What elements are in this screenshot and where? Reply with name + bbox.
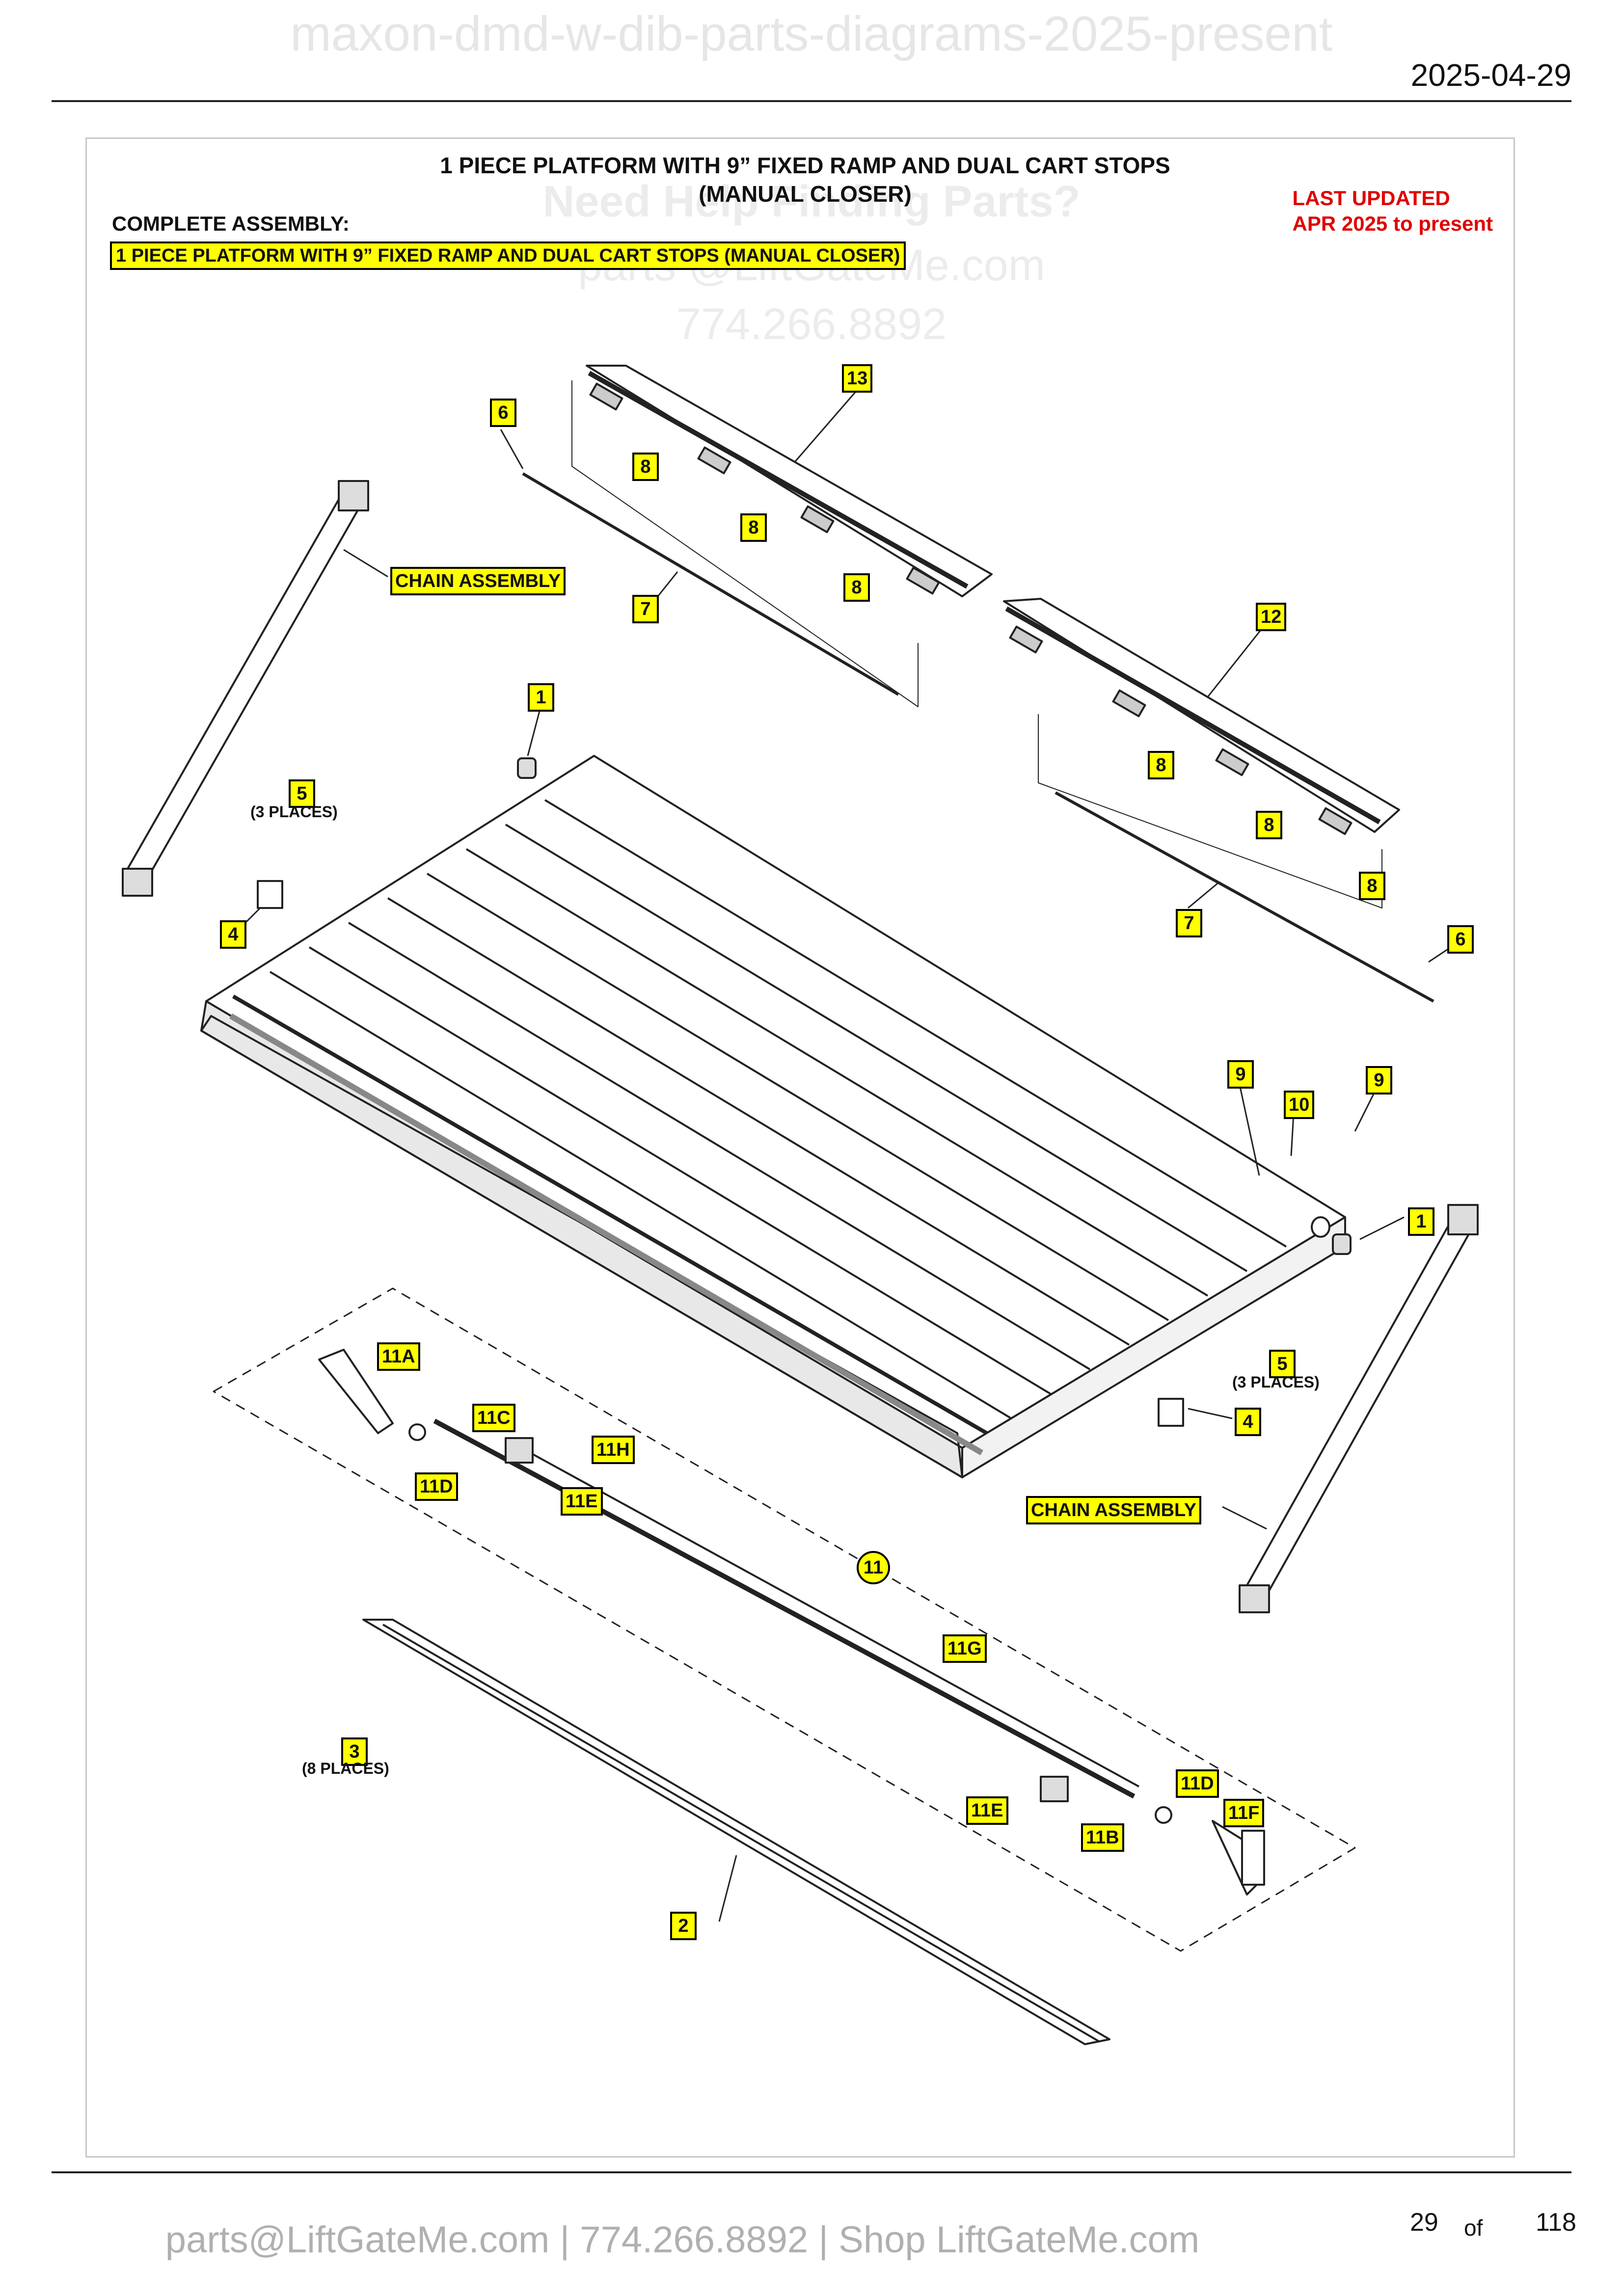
hinge-right-drawing xyxy=(1158,1398,1184,1427)
cart-stop-12-drawing xyxy=(1003,598,1400,835)
bushing-top-drawing xyxy=(517,757,537,779)
callout-7-right: 7 xyxy=(1176,909,1202,937)
callout-chain-assembly-left: CHAIN ASSEMBLY xyxy=(390,567,566,595)
footer-divider xyxy=(52,2171,1571,2173)
watermark-help-1: Need Help Finding Parts? xyxy=(542,177,1081,226)
watermark-phone-1: 774.266.8892 xyxy=(676,300,947,349)
complete-assembly-highlight: 1 PIECE PLATFORM WITH 9” FIXED RAMP AND … xyxy=(110,241,906,270)
callout-8-b: 8 xyxy=(740,513,767,542)
callout-11d-right: 11D xyxy=(1176,1769,1219,1798)
subassembly-11-outline xyxy=(213,1287,1356,1952)
diagram-title-line2: (MANUAL CLOSER) xyxy=(699,181,912,207)
callout-2: 2 xyxy=(670,1912,697,1940)
callout-8-c: 8 xyxy=(843,573,870,602)
callout-11b: 11B xyxy=(1081,1823,1124,1852)
callout-9-right: 9 xyxy=(1366,1066,1392,1095)
callout-13: 13 xyxy=(842,364,873,393)
last-updated-line2: APR 2025 to present xyxy=(1292,212,1493,235)
callout-11e-left: 11E xyxy=(561,1487,603,1516)
last-updated-notice: LAST UPDATED APR 2025 to present xyxy=(1293,186,1493,237)
last-updated-line1: LAST UPDATED xyxy=(1292,187,1450,210)
callout-4-left: 4 xyxy=(220,920,246,949)
callout-11a: 11A xyxy=(377,1342,420,1371)
document-date: 2025-04-29 xyxy=(1410,57,1571,93)
callout-10: 10 xyxy=(1284,1091,1315,1119)
callout-8-d: 8 xyxy=(1148,751,1174,779)
callout-11g: 11G xyxy=(943,1634,987,1663)
callout-12: 12 xyxy=(1256,603,1287,631)
hinge-left-drawing xyxy=(257,880,283,909)
callout-11h: 11H xyxy=(592,1436,635,1464)
callout-8-a: 8 xyxy=(632,453,659,481)
callout-5-right: 5 xyxy=(1269,1350,1296,1378)
page-number-of: of xyxy=(1464,2215,1483,2241)
note-3-places-left: (3 PLACES) xyxy=(250,803,338,821)
callout-9-left: 9 xyxy=(1227,1060,1254,1089)
footer-contact-line[interactable]: parts@LiftGateMe.com | 774.266.8892 | Sh… xyxy=(165,2219,1200,2261)
diagram-title-line1: 1 PIECE PLATFORM WITH 9” FIXED RAMP AND … xyxy=(440,153,1170,178)
note-8-places: (8 PLACES) xyxy=(302,1760,389,1777)
page-number-total: 118 xyxy=(1536,2208,1576,2237)
callout-1-top: 1 xyxy=(528,683,554,712)
page-number-current: 29 xyxy=(1410,2208,1438,2237)
callout-11f: 11F xyxy=(1223,1799,1265,1827)
callout-1-right: 1 xyxy=(1408,1207,1434,1236)
chain-assembly-right-drawing xyxy=(1239,1204,1479,1613)
callout-11e-right: 11E xyxy=(966,1796,1008,1825)
bushing-right-drawing xyxy=(1332,1233,1352,1255)
callout-8-f: 8 xyxy=(1359,872,1385,900)
complete-assembly-label: COMPLETE ASSEMBLY: xyxy=(112,212,350,235)
callout-11-subassembly: 11 xyxy=(857,1551,890,1584)
note-3-places-right: (3 PLACES) xyxy=(1232,1373,1320,1391)
cart-stop-13-drawing xyxy=(586,365,993,597)
platform-drawing xyxy=(200,755,1346,1478)
callout-6-right: 6 xyxy=(1447,925,1474,954)
callout-11c: 11C xyxy=(472,1404,515,1432)
callout-8-e: 8 xyxy=(1256,811,1282,839)
callout-7-top: 7 xyxy=(632,595,659,623)
callout-5-left: 5 xyxy=(289,779,315,808)
header-divider xyxy=(52,100,1571,102)
cover-plate-drawing xyxy=(362,1619,1110,2045)
callout-chain-assembly-right: CHAIN ASSEMBLY xyxy=(1026,1496,1202,1524)
callout-6-top: 6 xyxy=(490,399,516,427)
callout-11d-left: 11D xyxy=(415,1472,458,1501)
callout-3: 3 xyxy=(341,1737,368,1766)
document-watermark-title: maxon-dmd-w-dib-parts-diagrams-2025-pres… xyxy=(290,6,1333,61)
diagram-frame xyxy=(85,137,1515,2158)
callout-4-right: 4 xyxy=(1235,1408,1261,1436)
chain-assembly-left-drawing xyxy=(122,480,369,897)
